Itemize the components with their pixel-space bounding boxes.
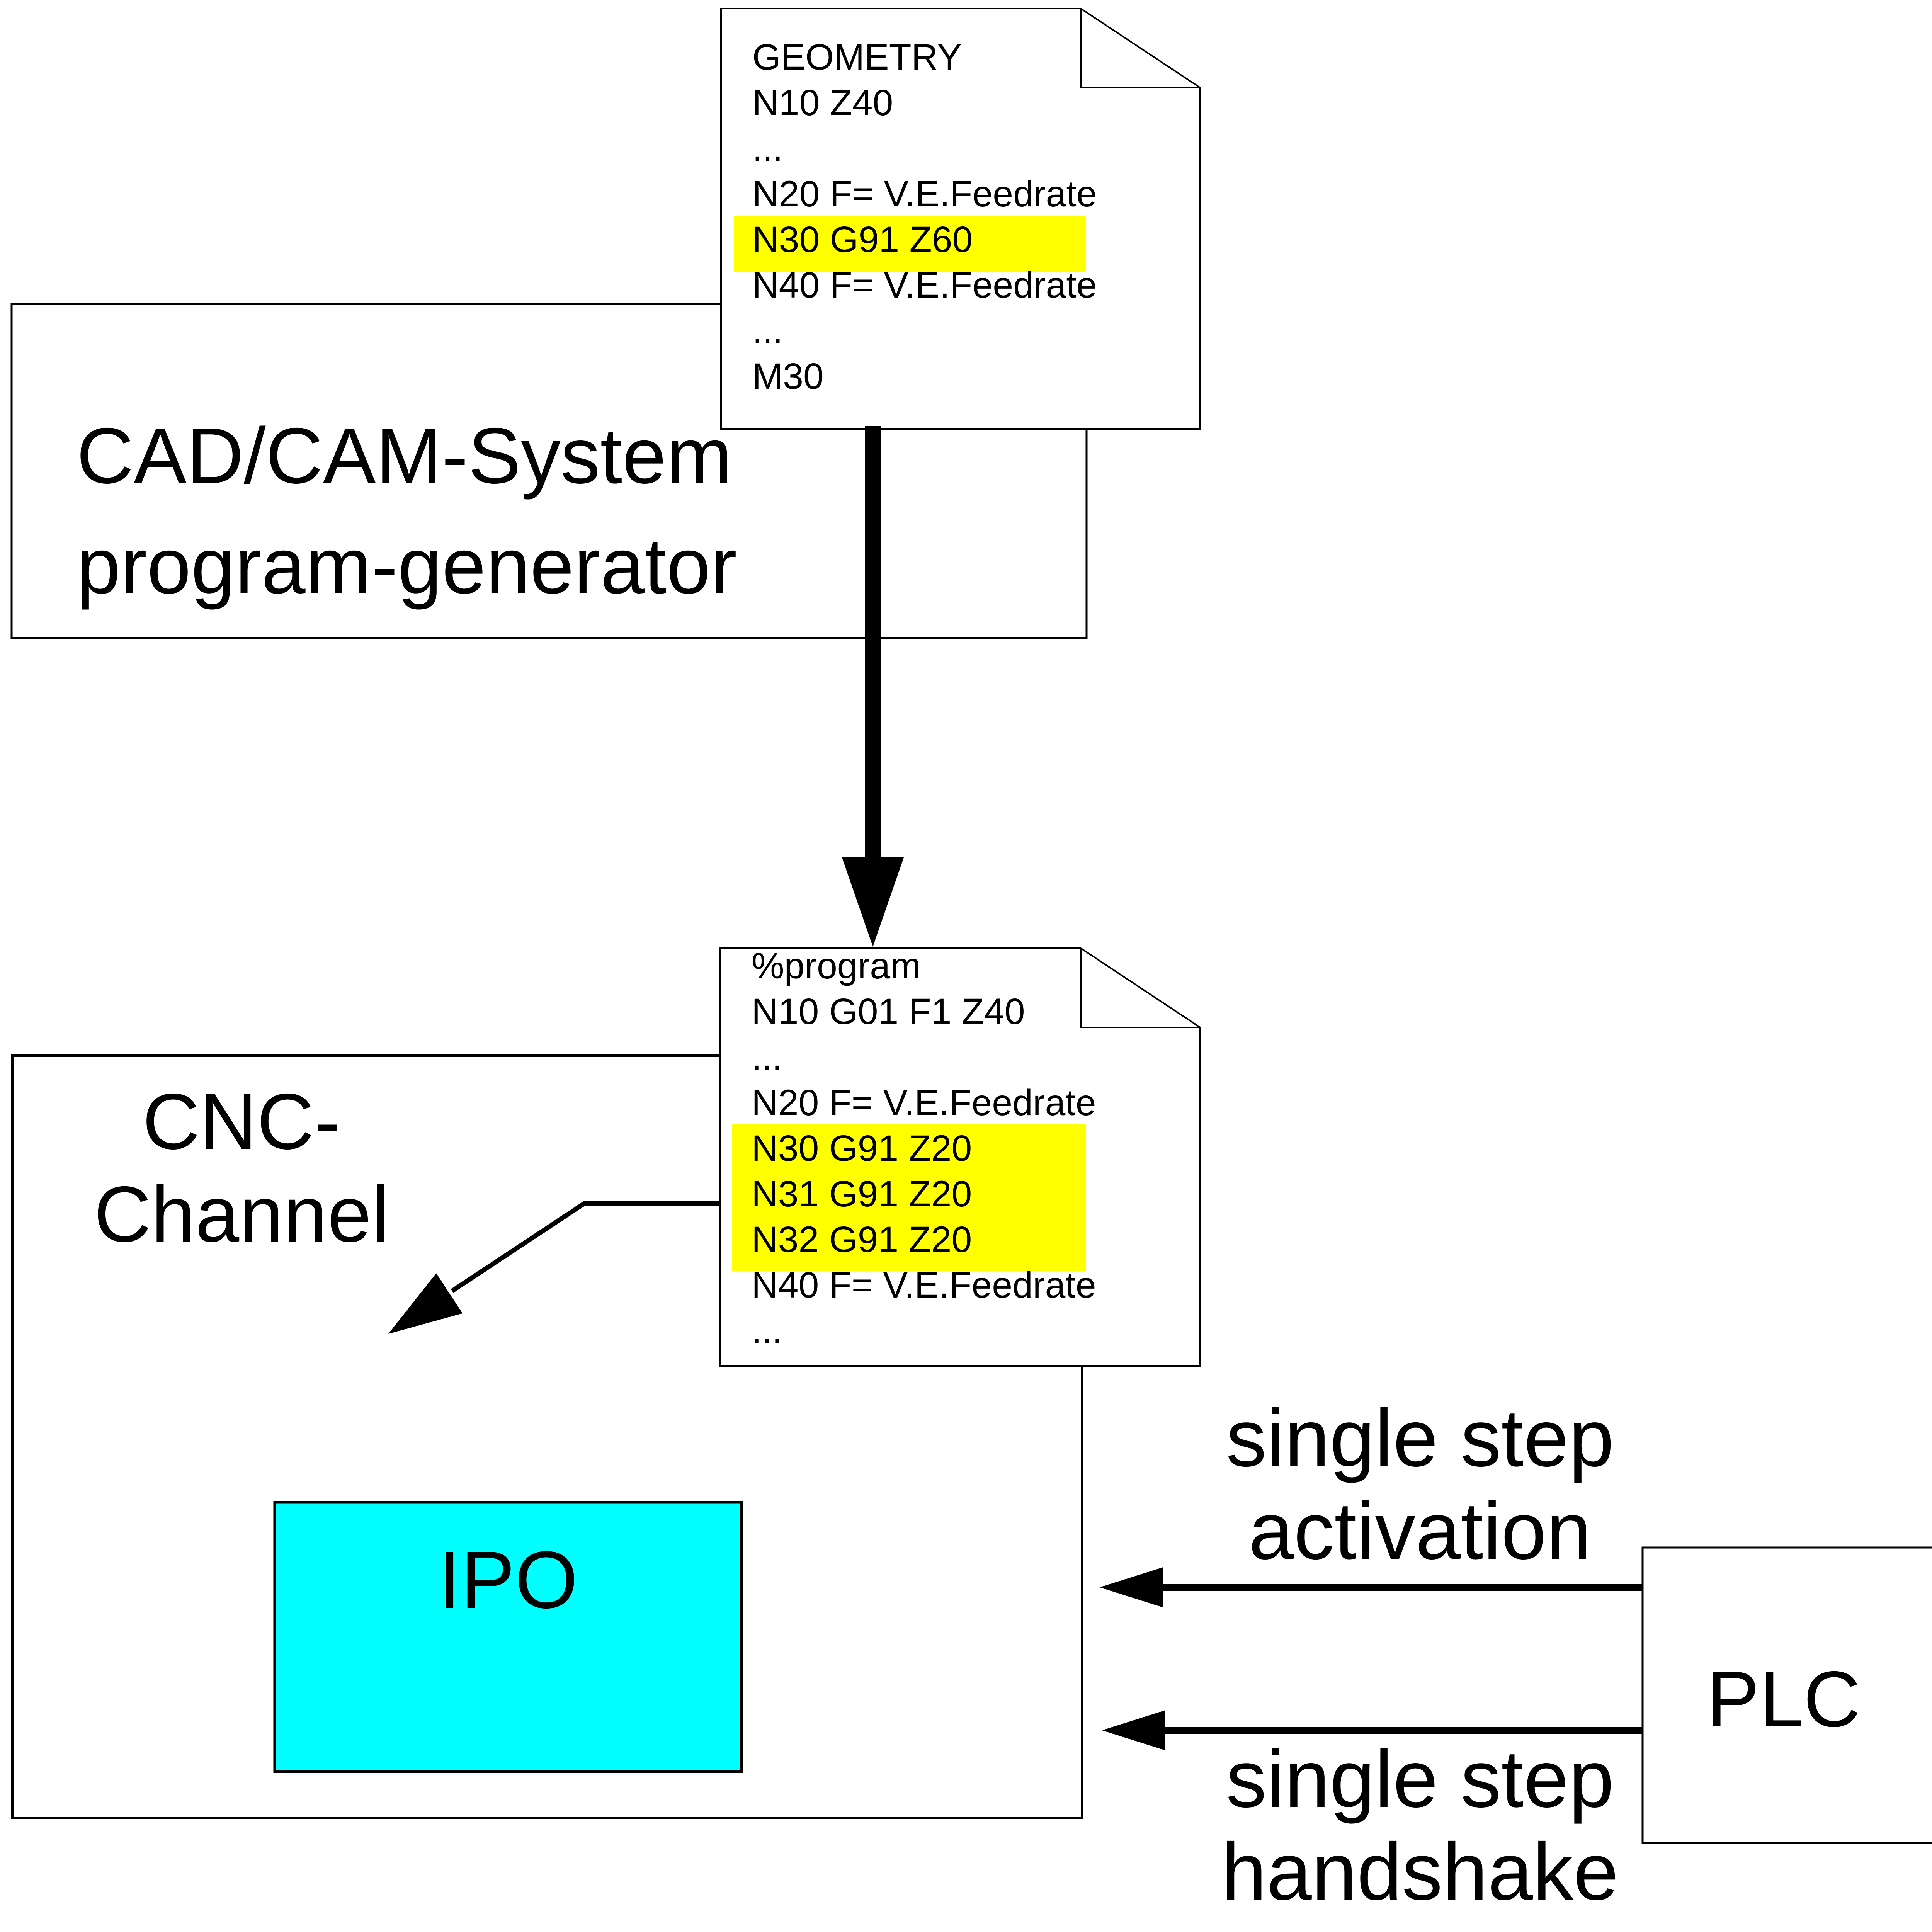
doc-line: N10 Z40 xyxy=(752,82,893,123)
folded-corner-icon xyxy=(1080,948,1200,1028)
program-document-page xyxy=(719,947,1201,1367)
highlight-n30-z60 xyxy=(734,216,1085,272)
doc-line-highlighted: N30 G91 Z60 xyxy=(752,219,973,260)
label-line: single step xyxy=(1226,1733,1614,1824)
doc-line: N40 F= V.E.Feedrate xyxy=(752,1265,1096,1306)
label-line: activation xyxy=(1248,1485,1592,1576)
doc-line: %program xyxy=(752,946,921,986)
program-document-text: %program N10 G01 F1 Z40 ... N20 F= V.E.F… xyxy=(752,943,1096,1354)
highlight-n30-n32-block xyxy=(732,1124,1086,1271)
plc-box xyxy=(1641,1546,1932,1844)
doc-line: ... xyxy=(752,1310,782,1351)
single-step-handshake-label: single step handshake xyxy=(1179,1733,1662,1918)
single-step-activation-label: single step activation xyxy=(1179,1392,1662,1577)
ipo-box-label: IPO xyxy=(438,1534,578,1625)
geometry-document-text: GEOMETRY N10 Z40 ... N20 F= V.E.Feedrate… xyxy=(752,34,1097,399)
doc-line: ... xyxy=(752,310,783,351)
block-pointer-arrow-icon xyxy=(388,1201,720,1334)
plc-box-label: PLC xyxy=(1706,1655,1861,1743)
label-line: handshake xyxy=(1221,1826,1619,1917)
single-step-handshake-arrow-icon xyxy=(1102,1710,1643,1750)
arrow-head-left-icon xyxy=(1102,1710,1165,1750)
cadcam-box-label: CAD/CAM-System program-generator xyxy=(77,401,737,621)
label-line: program-generator xyxy=(77,522,737,610)
arrow-shaft xyxy=(451,1201,720,1293)
doc-line-highlighted: N30 G91 Z20 xyxy=(752,1128,972,1169)
doc-line: N20 F= V.E.Feedrate xyxy=(752,173,1097,214)
program-generation-arrow-icon xyxy=(842,426,904,947)
doc-line: ... xyxy=(752,1037,782,1078)
doc-line: M30 xyxy=(752,356,824,397)
arrow-head-left-icon xyxy=(1100,1567,1163,1607)
doc-line: GEOMETRY xyxy=(752,37,962,78)
label-line: single step xyxy=(1226,1393,1614,1483)
label-line: CNC- xyxy=(142,1077,341,1166)
label-line: Channel xyxy=(94,1170,389,1259)
doc-line-highlighted: N32 G91 Z20 xyxy=(752,1219,972,1260)
doc-line: N20 F= V.E.Feedrate xyxy=(752,1082,1096,1123)
geometry-document-page xyxy=(720,8,1201,430)
label-line: CAD/CAM-System xyxy=(77,412,733,500)
arrow-head-downleft-icon xyxy=(388,1273,463,1334)
folded-corner-icon xyxy=(1080,9,1200,88)
doc-line-highlighted: N31 G91 Z20 xyxy=(752,1173,972,1214)
arrow-head-down-icon xyxy=(842,857,904,947)
doc-line: N10 G01 F1 Z40 xyxy=(752,991,1025,1032)
doc-line: N40 F= V.E.Feedrate xyxy=(752,265,1097,306)
cnc-channel-box-label: CNC- Channel xyxy=(50,1075,433,1261)
single-step-activation-arrow-icon xyxy=(1100,1567,1643,1607)
doc-line: ... xyxy=(752,128,783,169)
ipo-box xyxy=(273,1501,743,1773)
arrow-shaft xyxy=(865,426,881,861)
